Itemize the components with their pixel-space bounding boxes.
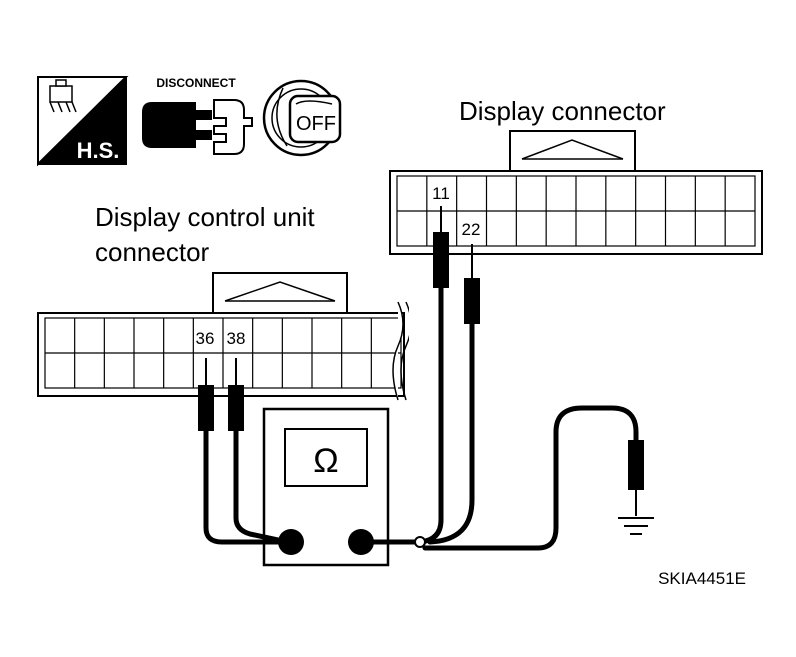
ohmmeter: Ω (262, 407, 390, 567)
ignition-off-label: OFF (296, 113, 336, 135)
display-connector-title: Display connector (459, 96, 666, 126)
disconnect-label: DISCONNECT (156, 76, 236, 90)
harness-side-icon: H.S. (37, 76, 129, 167)
control-unit-cavity-grid (74, 318, 372, 388)
disconnect-icon (142, 99, 253, 155)
figure-code: SKIA4451E (658, 569, 746, 588)
control-unit-pin-38: 38 (227, 329, 246, 348)
control-unit-connector: 36 38 (37, 272, 423, 404)
display-connector: 11 22 (389, 130, 763, 255)
display-cavity-grid (426, 176, 726, 246)
display-pin-22: 22 (462, 220, 481, 239)
probe-wires (198, 206, 644, 551)
meter-terminal-left (278, 529, 304, 555)
ohm-symbol: Ω (313, 442, 338, 480)
control-unit-pin-36: 36 (196, 329, 215, 348)
display-pin-11: 11 (432, 184, 450, 203)
ignition-off-icon: OFF (262, 79, 342, 157)
ground-icon (618, 517, 654, 535)
control-unit-connector-title-line2: connector (95, 237, 210, 267)
control-unit-connector-title-line1: Display control unit (95, 202, 315, 232)
hs-label: H.S. (77, 138, 120, 163)
meter-terminal-right (348, 529, 374, 555)
